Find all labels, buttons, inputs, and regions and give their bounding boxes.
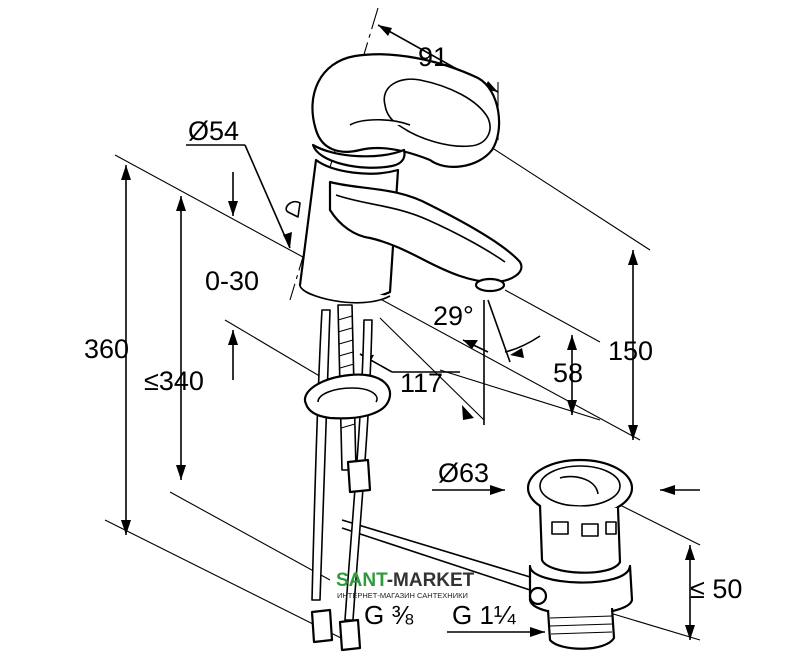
- dimension-spout-height: 150: [608, 336, 653, 366]
- dimension-max-height: ≤340: [144, 366, 204, 396]
- watermark-brand-suffix: -MARKET: [387, 570, 475, 591]
- dimension-lever-travel: 0-30: [205, 266, 259, 296]
- svg-text:SANT-MARKET: SANT-MARKET: [336, 570, 475, 591]
- dimension-labels: 91 Ø54 0-30 360 ≤340 29° 150 58 117 Ø63 …: [84, 42, 742, 630]
- dimension-outlet-height: 58: [553, 358, 583, 388]
- dimension-waste-diameter: Ø63: [438, 458, 489, 488]
- dimension-spout-angle: 29°: [433, 301, 474, 331]
- dimension-inner-height: 117: [400, 368, 443, 398]
- watermark-brand-prefix: SANT: [336, 570, 388, 591]
- watermark-logo: SANT-MARKET ИНТЕРНЕТ-МАГАЗИН САНТЕХНИКИ: [336, 570, 475, 600]
- pop-up-waste: [526, 458, 634, 650]
- waste-thread-label: G 1¼: [452, 600, 516, 630]
- watermark-tagline: ИНТЕРНЕТ-МАГАЗИН САНТЕХНИКИ: [337, 591, 468, 600]
- supply-hoses: [303, 304, 391, 652]
- dimension-body-diameter: Ø54: [188, 116, 239, 146]
- dimension-total-height: 360: [84, 334, 129, 364]
- faucet-body: [285, 53, 523, 304]
- dimension-spout-reach: 91: [418, 42, 448, 72]
- dimension-waste-height: ≤ 50: [690, 574, 742, 604]
- supply-thread-label: G ⅜: [364, 600, 413, 630]
